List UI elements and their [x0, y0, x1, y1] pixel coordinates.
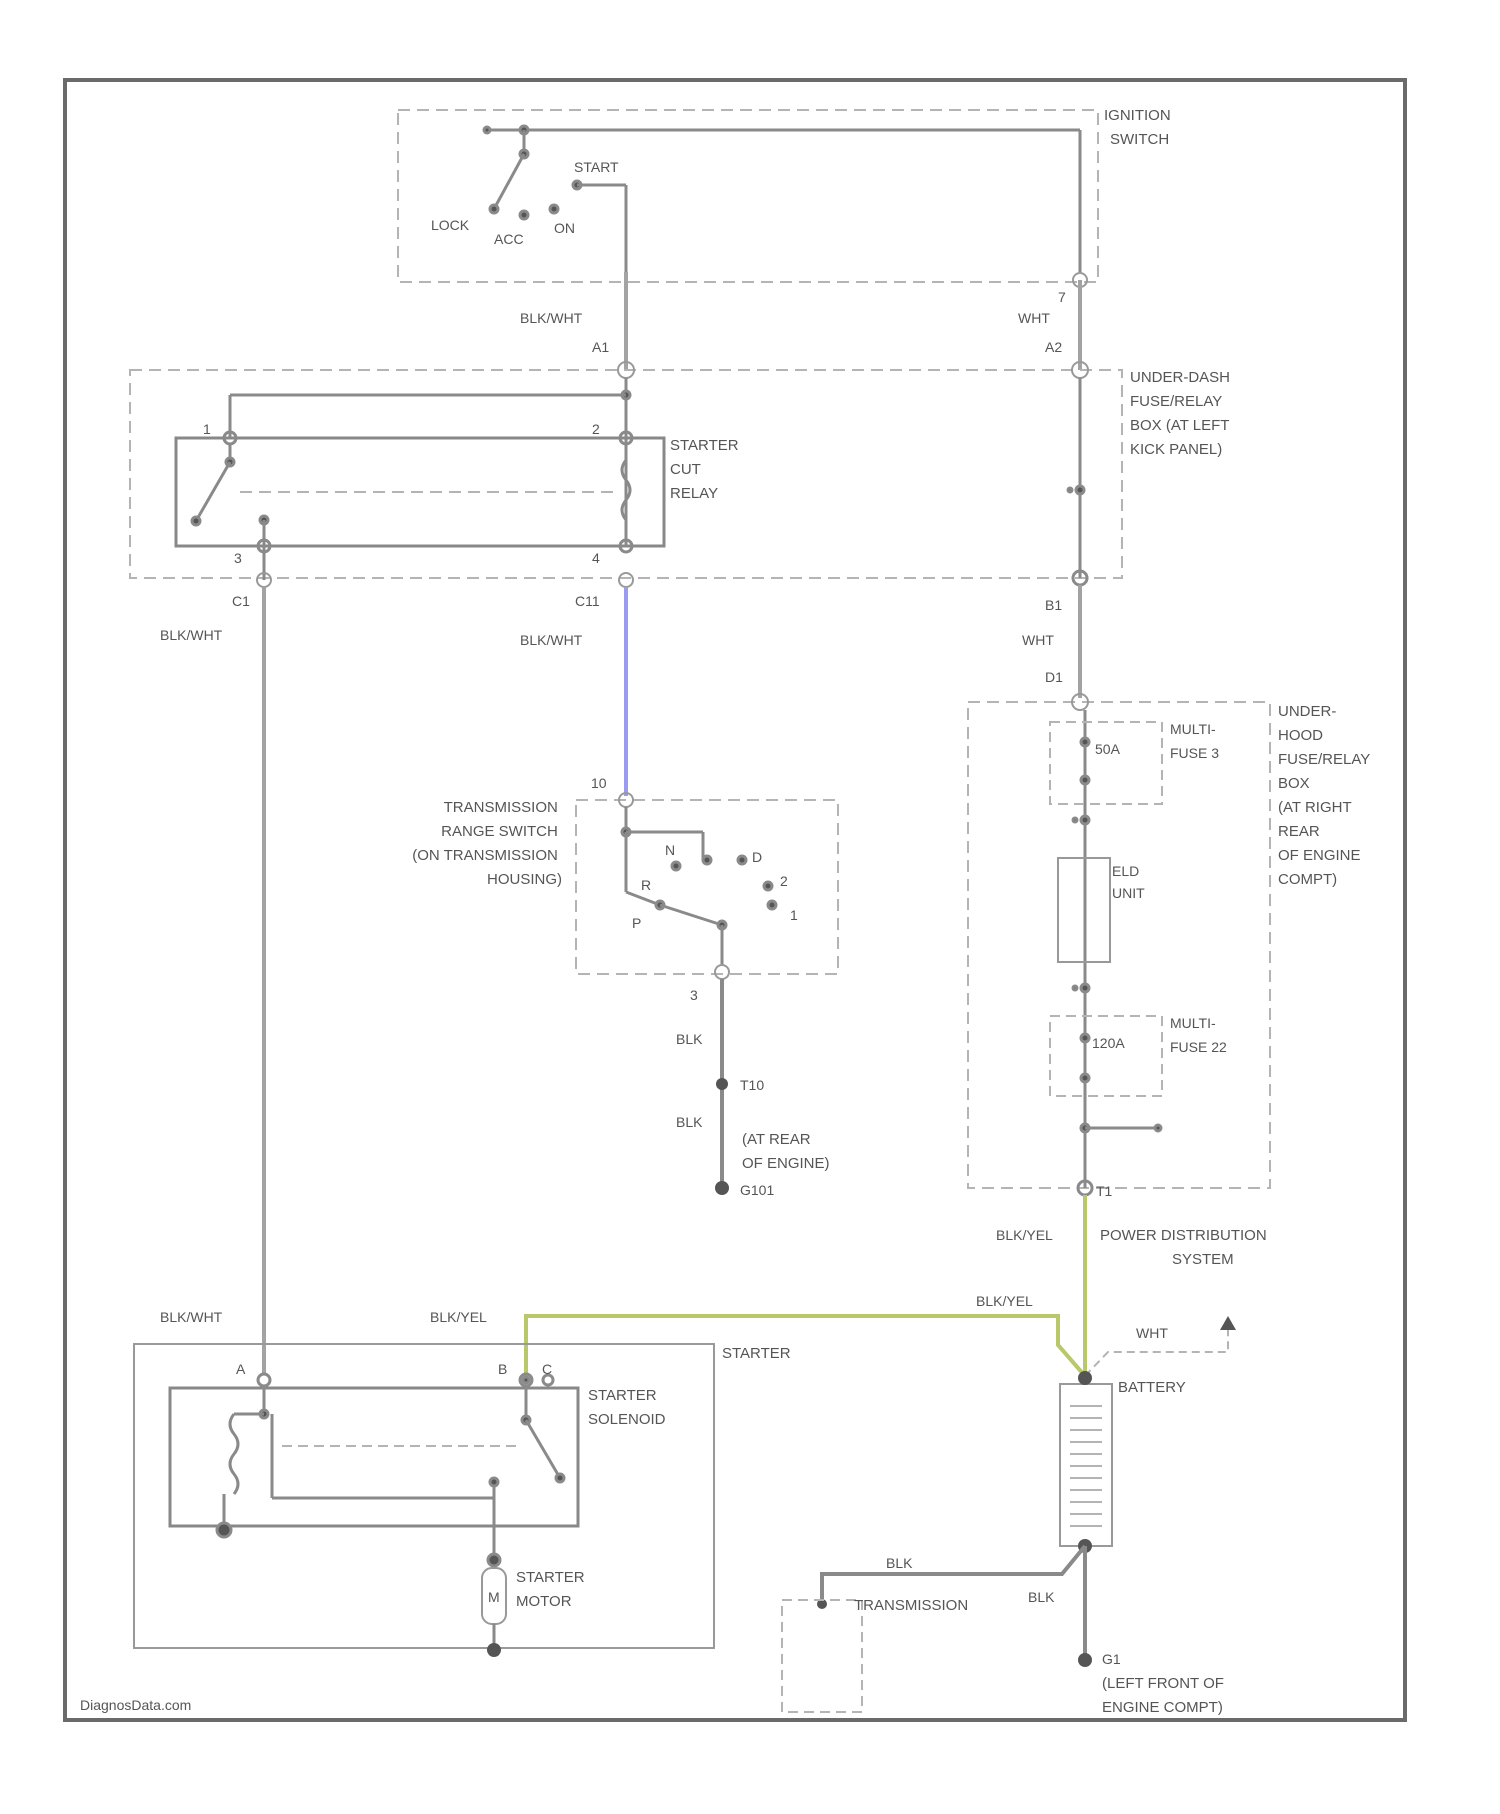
connector-a1: A1	[592, 339, 609, 355]
ground-g101-location: (AT REAR OF ENGINE)	[742, 1131, 830, 1172]
connector-d1: D1	[1045, 669, 1063, 685]
wire-label-wht-3: WHT	[1136, 1325, 1168, 1341]
battery-positive-terminal	[1078, 1371, 1092, 1385]
starter-solenoid-label: STARTER SOLENOID	[588, 1387, 666, 1428]
sol-pin-c: C	[542, 1361, 552, 1377]
ground-g101: G101	[740, 1182, 774, 1198]
multi-fuse-22-rating: 120A	[1092, 1035, 1125, 1051]
wire-label-blk-3: BLK	[886, 1555, 913, 1571]
connector-b1: B1	[1045, 597, 1062, 613]
multi-fuse-3-label: MULTI- FUSE 3	[1170, 721, 1220, 761]
connector-a2: A2	[1045, 339, 1062, 355]
multi-fuse-22-box	[1050, 1016, 1162, 1096]
wire-label-blk-4: BLK	[1028, 1589, 1055, 1605]
ignition-switch-box	[398, 110, 1098, 282]
ground-g1-location: (LEFT FRONT OF ENGINE COMPT)	[1102, 1675, 1228, 1716]
wire-label-blk-2: BLK	[676, 1114, 703, 1130]
wire-label-blk-yel-2: BLK/YEL	[976, 1293, 1033, 1309]
starter-label: STARTER	[722, 1345, 791, 1362]
multi-fuse-22-label: MULTI- FUSE 22	[1170, 1015, 1227, 1055]
multi-fuse-3-box	[1050, 722, 1162, 804]
wire-label-blk-wht-2: BLK/WHT	[160, 627, 223, 643]
connector-c11-pin	[619, 573, 633, 587]
starter-solenoid-wiring	[217, 1374, 564, 1566]
range-switch-ground	[715, 979, 729, 1195]
sol-pin-b: B	[498, 1361, 507, 1377]
ignition-switch-contacts	[484, 126, 1080, 272]
gear-r: R	[641, 877, 651, 893]
under-hood-box	[968, 702, 1270, 1188]
switch-position-start: START	[574, 159, 619, 175]
wire-blk-yel-battery-to-starter	[526, 1316, 1085, 1376]
transmission-box	[782, 1600, 862, 1712]
battery-cells	[1070, 1406, 1102, 1526]
wire-label-wht-2: WHT	[1022, 632, 1054, 648]
switch-position-on: ON	[554, 220, 575, 236]
gear-2: 2	[780, 873, 788, 889]
sw-pin-3: 3	[690, 987, 698, 1003]
relay-pin-2: 2	[592, 421, 600, 437]
footer-watermark: DiagnosData.com	[80, 1697, 191, 1713]
battery-label: BATTERY	[1118, 1379, 1186, 1396]
eld-unit-label: ELD UNIT	[1112, 863, 1145, 901]
range-switch-label: TRANSMISSION RANGE SWITCH (ON TRANSMISSI…	[412, 799, 562, 888]
multi-fuse-3-rating: 50A	[1095, 741, 1121, 757]
gear-p: P	[632, 915, 641, 931]
ground-g1: G1	[1102, 1651, 1121, 1667]
under-hood-box-label: UNDER- HOOD FUSE/RELAY BOX (AT RIGHT REA…	[1278, 703, 1374, 888]
ign-pin-7: 7	[1058, 289, 1066, 305]
under-dash-box-label: UNDER-DASH FUSE/RELAY BOX (AT LEFT KICK …	[1130, 369, 1234, 458]
gear-d: D	[752, 849, 762, 865]
off-page-arrow	[1220, 1316, 1236, 1330]
wire-label-wht-1: WHT	[1018, 310, 1050, 326]
wire-label-blk-1: BLK	[676, 1031, 703, 1047]
under-dash-passthrough	[1068, 378, 1087, 585]
starter-cut-relay-wiring	[192, 378, 632, 580]
starter-motor-label: STARTER MOTOR	[516, 1569, 589, 1610]
wire-label-blk-wht-3: BLK/WHT	[520, 632, 583, 648]
starter-cut-relay-label: STARTER CUT RELAY	[670, 437, 743, 502]
switch-position-acc: ACC	[494, 231, 524, 247]
range-switch-box	[576, 800, 838, 974]
wire-label-blk-wht-1: BLK/WHT	[520, 310, 583, 326]
switch-position-lock: LOCK	[431, 217, 470, 233]
relay-pin-1: 1	[203, 421, 211, 437]
wire-label-blk-yel-3: BLK/YEL	[430, 1309, 487, 1325]
splice-t10: T10	[740, 1077, 764, 1093]
wire-label-blk-wht-4: BLK/WHT	[160, 1309, 223, 1325]
starter-motor-symbol: M	[488, 1589, 500, 1605]
sol-pin-a: A	[236, 1361, 246, 1377]
connector-c1: C1	[232, 593, 250, 609]
relay-pin-4: 4	[592, 550, 600, 566]
wire-label-blk-yel-1: BLK/YEL	[996, 1227, 1053, 1243]
gear-1: 1	[790, 907, 798, 923]
under-hood-internal-wiring	[1073, 710, 1161, 1195]
sw-pin-3-connector	[715, 965, 729, 979]
transmission-label: TRANSMISSION	[854, 1597, 968, 1614]
connector-c11: C11	[575, 593, 600, 609]
starter-motor: M	[482, 1568, 506, 1657]
sw-pin-10: 10	[591, 775, 607, 791]
power-distribution-label: POWER DISTRIBUTION SYSTEM	[1100, 1227, 1271, 1268]
relay-pin-3: 3	[234, 550, 242, 566]
gear-n: N	[665, 842, 675, 858]
connector-t1: T1	[1096, 1183, 1113, 1199]
